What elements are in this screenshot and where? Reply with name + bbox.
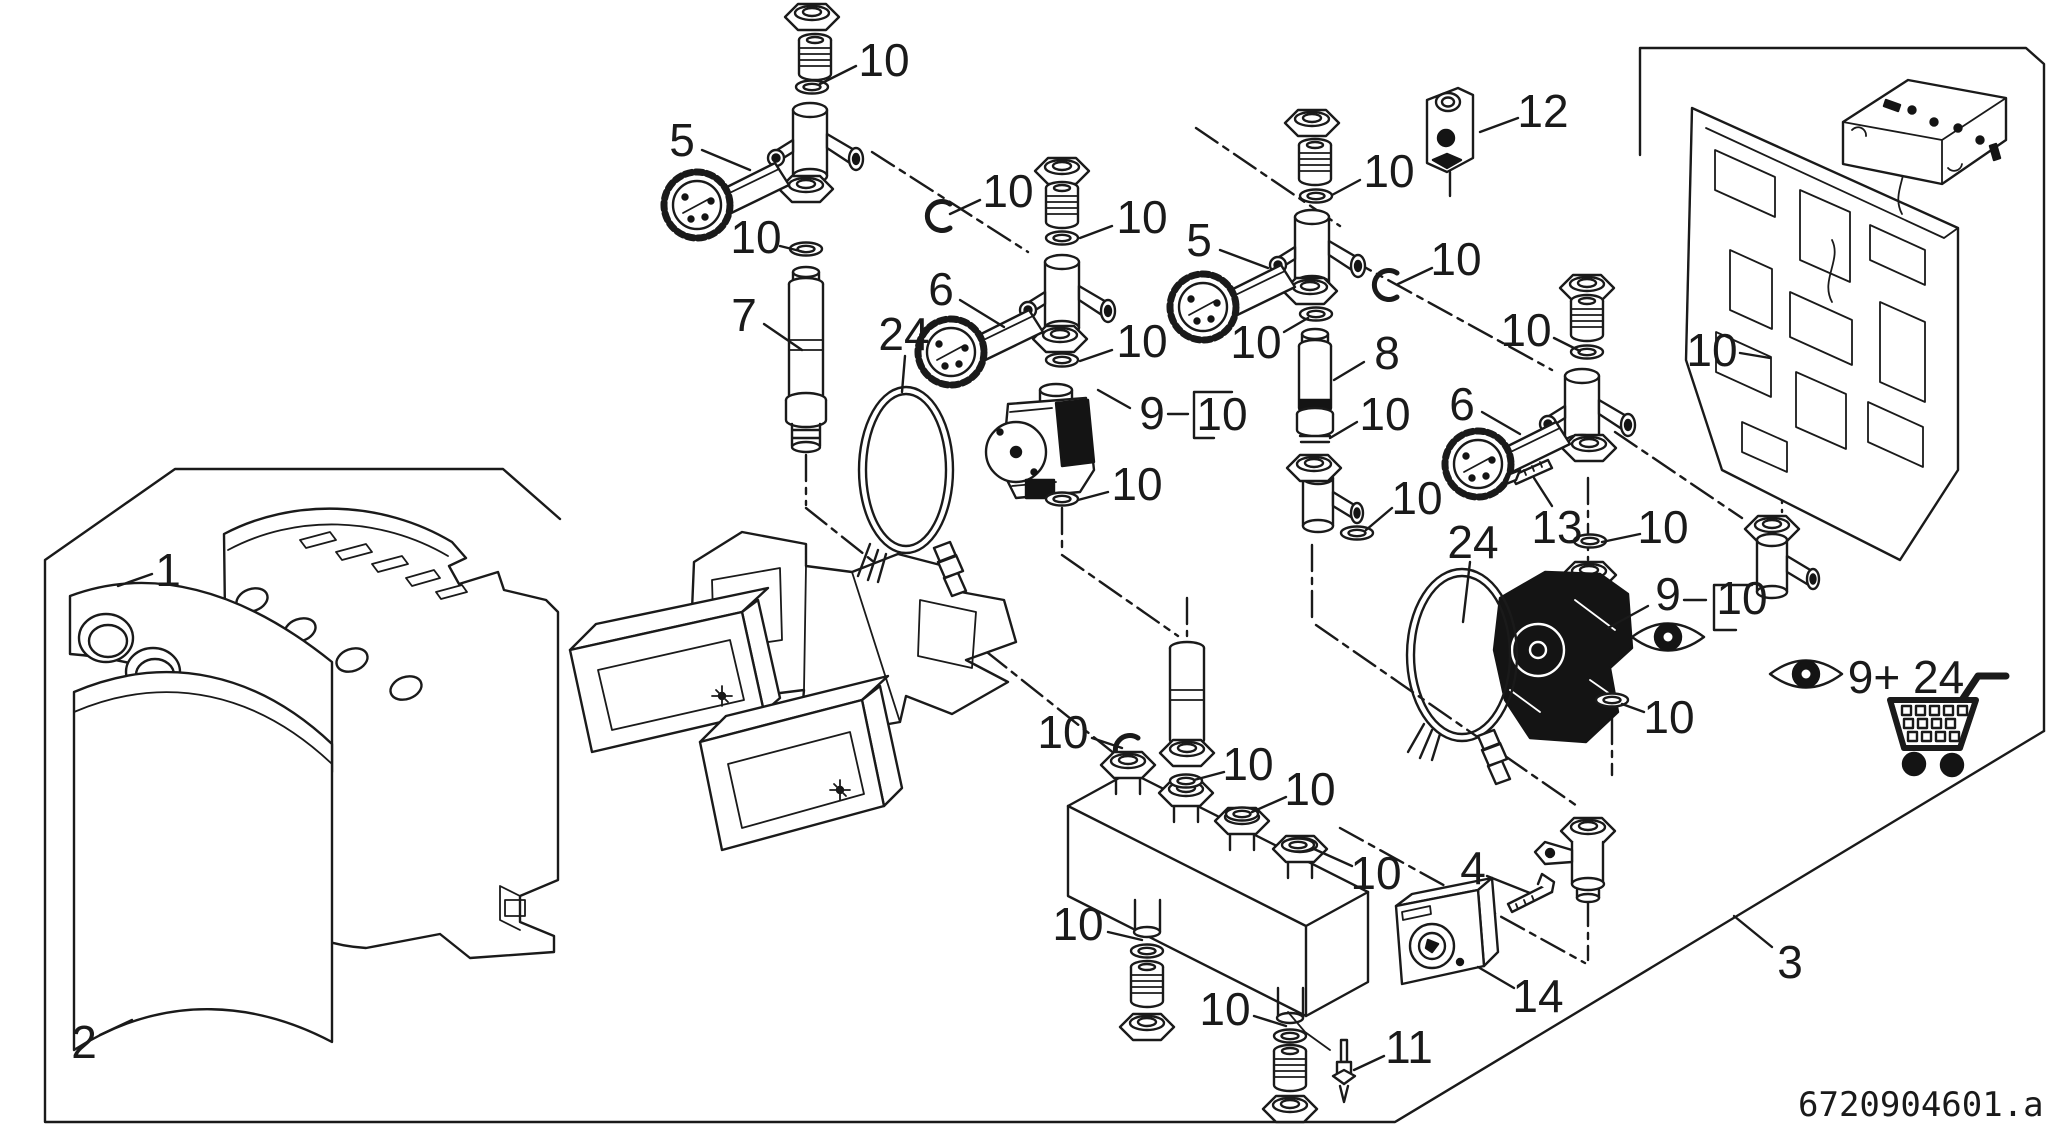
callout-8: 8 [1374, 327, 1400, 379]
eye-icon [1630, 622, 1706, 652]
manifold-bottom-fittings [1118, 898, 1319, 1124]
callout-4: 4 [1460, 842, 1486, 894]
thermometer-6-right [1445, 422, 1570, 497]
fill-screw-4 [1506, 872, 1556, 914]
mounting-bracket [1841, 78, 2008, 186]
air-vent-13 [1504, 458, 1554, 486]
flow-sensor-12 [1425, 86, 1475, 198]
includes-bracket-2 [1682, 583, 1754, 632]
callout-leader-lines [98, 64, 1774, 1072]
callout-10-21: 10 [1199, 983, 1250, 1035]
callout-14: 14 [1512, 970, 1563, 1022]
actuator-motor-14 [1394, 876, 1500, 986]
check-valve-tube-7 [784, 265, 828, 454]
callout-11: 11 [1385, 1021, 1433, 1073]
return-fitting-group [1743, 275, 1821, 600]
sensor-cable-24-left [856, 385, 968, 598]
callout-10-14: 10 [1637, 501, 1688, 553]
eye-icon [1768, 659, 1844, 689]
callout-10-03: 10 [982, 165, 1033, 217]
callout-10-n2: 10 [1716, 572, 1767, 624]
manifold-assembly [1066, 640, 1370, 1124]
carton-box-1 [568, 586, 782, 754]
connector-pipe [1158, 640, 1216, 768]
watch-icons [1630, 622, 1844, 689]
callout-12: 12 [1517, 85, 1568, 137]
callout-10-05: 10 [1116, 315, 1167, 367]
shopping-cart-icon [1887, 672, 2010, 778]
callout-10-01: 10 [858, 34, 909, 86]
circulation-pump-9-first [984, 382, 1096, 507]
sensor-cable-24-right [1405, 567, 1519, 786]
valve-assembly-4 [1445, 273, 1637, 549]
check-valve-tube-8 [1295, 327, 1335, 444]
valve-assembly-1 [664, 2, 865, 454]
callout-10-n1: 10 [1196, 388, 1247, 440]
callout-9-n2: 9 [1655, 568, 1681, 620]
callout-10-04: 10 [1116, 191, 1167, 243]
callout-10-12: 10 [1500, 304, 1551, 356]
callout-3: 3 [1777, 936, 1803, 988]
front-cover-part2 [72, 670, 334, 1052]
callout-9-n1: 9 [1139, 387, 1165, 439]
circulation-pump-9-second [1492, 560, 1634, 744]
temperature-probe-11 [1287, 1011, 1357, 1104]
drawing-number: 6720904601.a [1798, 1085, 2044, 1125]
carton-box-2 [698, 674, 904, 852]
callout-10-16: 10 [1037, 706, 1088, 758]
callout-7: 7 [731, 289, 757, 341]
return-elbow [1755, 532, 1821, 600]
thermometer-6-left [918, 310, 1043, 385]
callout-10-06: 10 [1111, 458, 1162, 510]
callout-10-17: 10 [1222, 738, 1273, 790]
callout-10-02: 10 [730, 211, 781, 263]
callout-10-13: 10 [1686, 324, 1737, 376]
manifold-port-nuts [1099, 750, 1329, 880]
callout-10-07: 10 [1363, 145, 1414, 197]
includes-bracket-1 [1166, 390, 1234, 440]
callout-10-10: 10 [1391, 472, 1442, 524]
callout-2: 2 [71, 1016, 97, 1068]
callout-24-right: 24 [1447, 516, 1498, 568]
callout-10-15: 10 [1643, 691, 1694, 743]
callout-13: 13 [1531, 501, 1582, 553]
callout-10-09: 10 [1359, 388, 1410, 440]
valve-assembly-3 [1170, 108, 1397, 541]
callout-10-11: 10 [1430, 233, 1481, 285]
callout-9plus24: 9+ 24 [1848, 651, 1964, 703]
callout-5-right: 5 [1186, 214, 1212, 266]
callout-10-20: 10 [1052, 898, 1103, 950]
callout-10-08: 10 [1230, 316, 1281, 368]
callout-6-left: 6 [928, 263, 954, 315]
callout-24-left: 24 [878, 308, 929, 360]
callout-5-left: 5 [669, 114, 695, 166]
mixing-valve-group [1394, 816, 1617, 986]
callout-10-19: 10 [1350, 847, 1401, 899]
diagram-frame [43, 46, 2046, 1124]
callout-1: 1 [155, 544, 181, 596]
callout-10-18: 10 [1284, 763, 1335, 815]
callout-6-right: 6 [1449, 378, 1475, 430]
